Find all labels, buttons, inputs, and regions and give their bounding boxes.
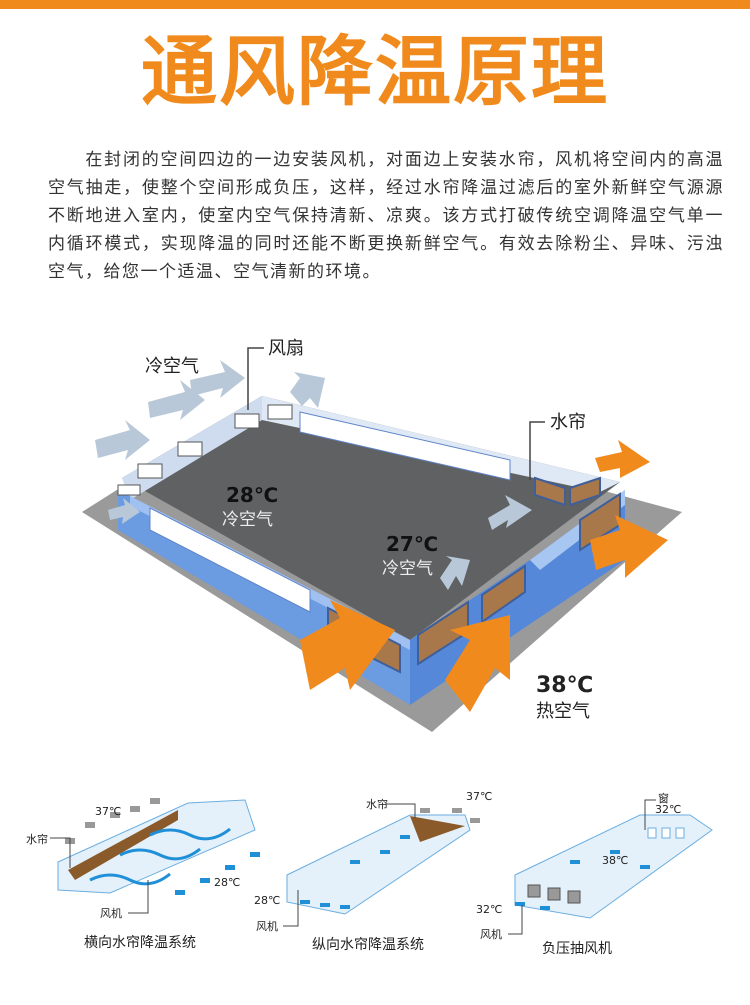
s3-name: 负压抽风机 (542, 941, 612, 957)
hot-air-arrows (300, 440, 668, 712)
system-longitudinal: 水帘 37℃ 28℃ 风机 纵向水帘降温系统 (254, 790, 492, 953)
temp-27: 27℃ (386, 532, 438, 556)
fans (117, 404, 293, 496)
description-paragraph: 在封闭的空间四边的一边安装风机，对面边上安装水帘，风机将空间内的高温空气抽走，使… (48, 150, 724, 282)
s2-curtain-label: 水帘 (366, 797, 388, 811)
system-negative-pressure: 窗 32℃ 38℃ 32℃ 风机 负压抽风机 (476, 791, 713, 957)
s2-fan-label: 风机 (256, 919, 278, 933)
temp-38: 38℃ (536, 673, 593, 698)
s3-window-label: 窗 (658, 791, 669, 805)
cold-air-27-label: 冷空气 (382, 559, 433, 579)
cold-air-label-top: 冷空气 (145, 356, 199, 377)
s2-name: 纵向水帘降温系统 (312, 937, 424, 953)
s2-temp-in: 37℃ (466, 790, 492, 803)
s1-curtain-label: 水帘 (26, 832, 48, 846)
s1-temp-out: 28℃ (214, 876, 240, 889)
s3-temp-window: 32℃ (655, 803, 681, 816)
s2-temp-out: 28℃ (254, 894, 280, 907)
system-horizontal: 37℃ 水帘 28℃ 风机 横向水帘降温系统 (26, 798, 260, 951)
fan-label: 风扇 (268, 338, 304, 359)
page-title: 通风降温原理 (141, 27, 609, 116)
hot-air-label: 热空气 (536, 701, 590, 722)
s1-name: 横向水帘降温系统 (84, 935, 196, 951)
cold-air-28-label: 冷空气 (222, 510, 273, 530)
cold-air-arrows (95, 360, 532, 590)
s3-fan-label: 风机 (480, 927, 502, 941)
s3-temp-out: 32℃ (476, 903, 502, 916)
s1-fan-label: 风机 (100, 906, 122, 920)
s3-temp-inside: 38℃ (602, 854, 628, 867)
temp-28: 28℃ (226, 483, 278, 507)
top-accent-bar (0, 0, 750, 9)
s1-temp-in: 37℃ (95, 805, 121, 818)
water-curtain-label: 水帘 (550, 412, 586, 433)
